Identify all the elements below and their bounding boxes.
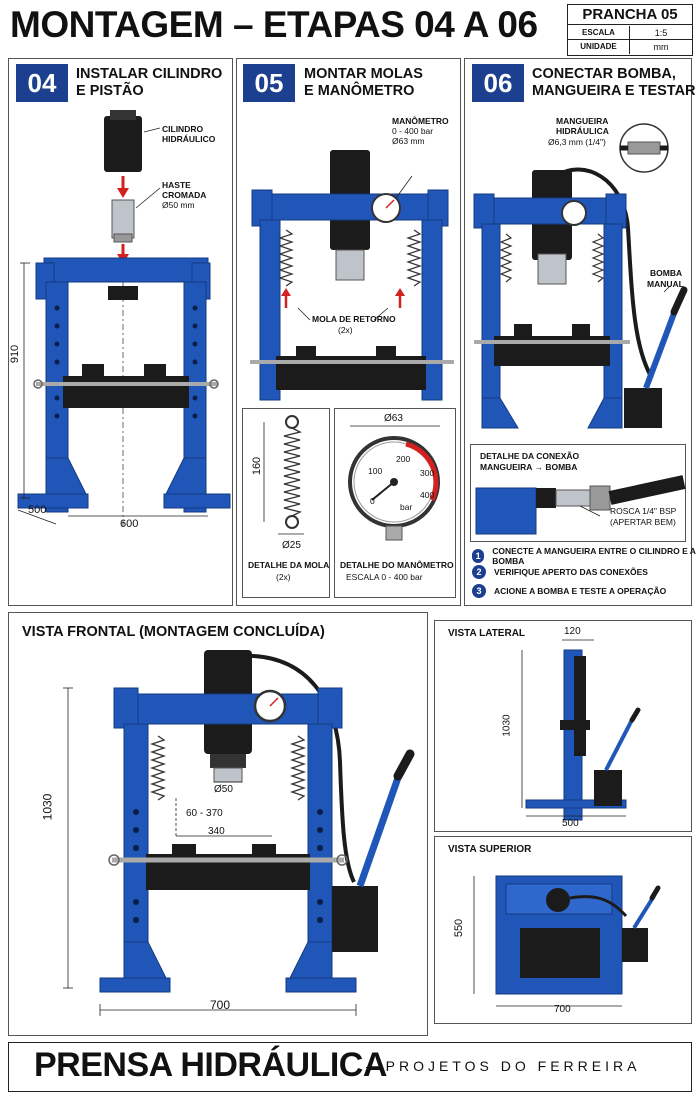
spring-label-2: (2x) — [338, 325, 353, 335]
unit-label: UNIDADE — [568, 40, 630, 54]
step-05-number: 05 — [243, 64, 295, 102]
step-04-title-2: E PISTÃO — [76, 83, 144, 99]
step-06-title-2: MANGUEIRA E TESTAR — [532, 83, 696, 99]
step04-dim-width: 600 — [120, 518, 139, 530]
step-06-number: 06 — [472, 64, 524, 102]
step-05-title-1: MONTAR MOLAS — [304, 66, 423, 82]
side-dim-height: 1030 — [501, 714, 513, 737]
spring-detail-dia: Ø25 — [282, 540, 301, 551]
pump-label-2: MANUAL — [647, 279, 684, 289]
step-04-number: 04 — [16, 64, 68, 102]
checklist-item-2: 2 VERIFIQUE APERTO DAS CONEXÕES — [472, 565, 648, 579]
top-dim-width: 700 — [554, 1004, 571, 1015]
checklist-item-1: 1 CONECTE A MANGUEIRA ENTRE O CILINDRO E… — [472, 546, 700, 566]
rod-label-1: HASTE — [162, 180, 191, 190]
page-title: MONTAGEM – ETAPAS 04 A 06 — [10, 4, 538, 45]
plate-box: PRANCHA 05 ESCALA 1:5 UNIDADE mm — [567, 4, 693, 56]
gauge-label-2: 0 - 400 bar — [392, 126, 434, 136]
gauge-tick-200: 200 — [396, 454, 411, 464]
checklist-text-3: ACIONE A BOMBA E TESTE A OPERAÇÃO — [494, 586, 667, 596]
gauge-label-1: MANÔMETRO — [392, 116, 449, 126]
checklist-text-2: VERIFIQUE APERTO DAS CONEXÕES — [494, 567, 648, 577]
pump-label-1: BOMBA — [650, 268, 683, 278]
side-dim-top: 120 — [564, 626, 581, 637]
checklist-number-3: 3 — [472, 584, 486, 598]
step-05-title-2: E MANÔMETRO — [304, 83, 415, 99]
front-dim-stroke: 60 - 370 — [186, 808, 223, 819]
front-view-title: VISTA FRONTAL (MONTAGEM CONCLUÍDA) — [22, 624, 325, 640]
spring-detail-box — [242, 408, 330, 598]
scale-label: ESCALA — [568, 26, 630, 40]
top-view-drawing — [473, 875, 661, 1007]
connection-detail-drawing — [475, 475, 686, 535]
checklist-item-3: 3 ACIONE A BOMBA E TESTE A OPERAÇÃO — [472, 584, 666, 598]
spring-detail-qty: (2x) — [276, 572, 291, 582]
footer-subtitle: – PROJETOS DO FERREIRA — [366, 1058, 641, 1074]
front-dim-height: 1030 — [40, 793, 55, 821]
spring-label-1: MOLA DE RETORNO — [312, 314, 396, 324]
spring-detail-drawing — [263, 415, 304, 535]
checklist-number-2: 2 — [472, 565, 486, 579]
gauge-detail-drawing — [348, 425, 440, 541]
side-dim-base: 500 — [562, 818, 579, 829]
gauge-tick-100: 100 — [368, 466, 383, 476]
gauge-tick-0: 0 — [370, 496, 375, 506]
unit-value: mm — [653, 42, 669, 52]
step-04-drawing — [17, 110, 231, 528]
step-06-drawing — [473, 123, 688, 429]
footer-box — [8, 1042, 692, 1092]
side-view-drawing — [521, 639, 641, 821]
front-dim-rod: Ø50 — [214, 784, 233, 795]
hose-label-1: MANGUEIRA — [556, 116, 609, 126]
hose-label-2: HIDRÁULICA — [556, 126, 609, 136]
gauge-tick-400: 400 — [420, 490, 435, 500]
gauge-detail-scale: ESCALA 0 - 400 bar — [346, 572, 423, 582]
rod-label-2: CROMADA — [162, 190, 207, 200]
step-05-drawing — [250, 150, 454, 401]
step04-dim-depth: 500 — [28, 504, 47, 516]
gauge-detail-dia: Ø63 — [384, 413, 403, 424]
top-view-title: VISTA SUPERIOR — [448, 844, 532, 855]
front-dim-inner: 340 — [208, 826, 225, 837]
thread-label-2: (APERTAR BEM) — [610, 517, 676, 527]
front-view-title-rest: (MONTAGEM CONCLUÍDA) — [135, 624, 325, 640]
rod-label-3: Ø50 mm — [162, 200, 195, 210]
plate-name: PRANCHA 05 — [568, 5, 692, 25]
hose-label-3: Ø6,3 mm (1/4") — [548, 137, 606, 147]
front-view-title-bold: VISTA FRONTAL — [22, 624, 136, 640]
connection-title-1: DETALHE DA CONEXÃO — [480, 451, 580, 461]
checklist-number-1: 1 — [472, 549, 485, 563]
step-04-title-1: INSTALAR CILINDRO — [76, 66, 223, 82]
step04-dim-height: 910 — [9, 344, 22, 364]
top-dim-depth: 550 — [453, 918, 466, 938]
connection-title-2: MANGUEIRA → BOMBA — [480, 462, 578, 472]
side-view-title: VISTA LATERAL — [448, 628, 526, 639]
front-dim-width: 700 — [210, 998, 231, 1012]
front-view-drawing — [63, 650, 415, 1016]
scale-value: 1:5 — [630, 26, 692, 40]
spring-detail-height: 160 — [251, 456, 264, 476]
cylinder-label-2: HIDRÁULICO — [162, 134, 216, 144]
footer-title: PRENSA HIDRÁULICA — [34, 1046, 387, 1084]
checklist-text-1: CONECTE A MANGUEIRA ENTRE O CILINDRO E A… — [492, 546, 696, 566]
gauge-tick-300: 300 — [420, 468, 435, 478]
step-06-title-1: CONECTAR BOMBA, — [532, 66, 676, 82]
thread-label-1: ROSCA 1/4" BSP — [610, 506, 677, 516]
gauge-unit: bar — [400, 502, 413, 512]
spring-detail-title: DETALHE DA MOLA — [248, 560, 330, 570]
gauge-label-3: Ø63 mm — [392, 136, 425, 146]
gauge-detail-title: DETALHE DO MANÔMETRO — [340, 560, 454, 570]
cylinder-label-1: CILINDRO — [162, 124, 204, 134]
